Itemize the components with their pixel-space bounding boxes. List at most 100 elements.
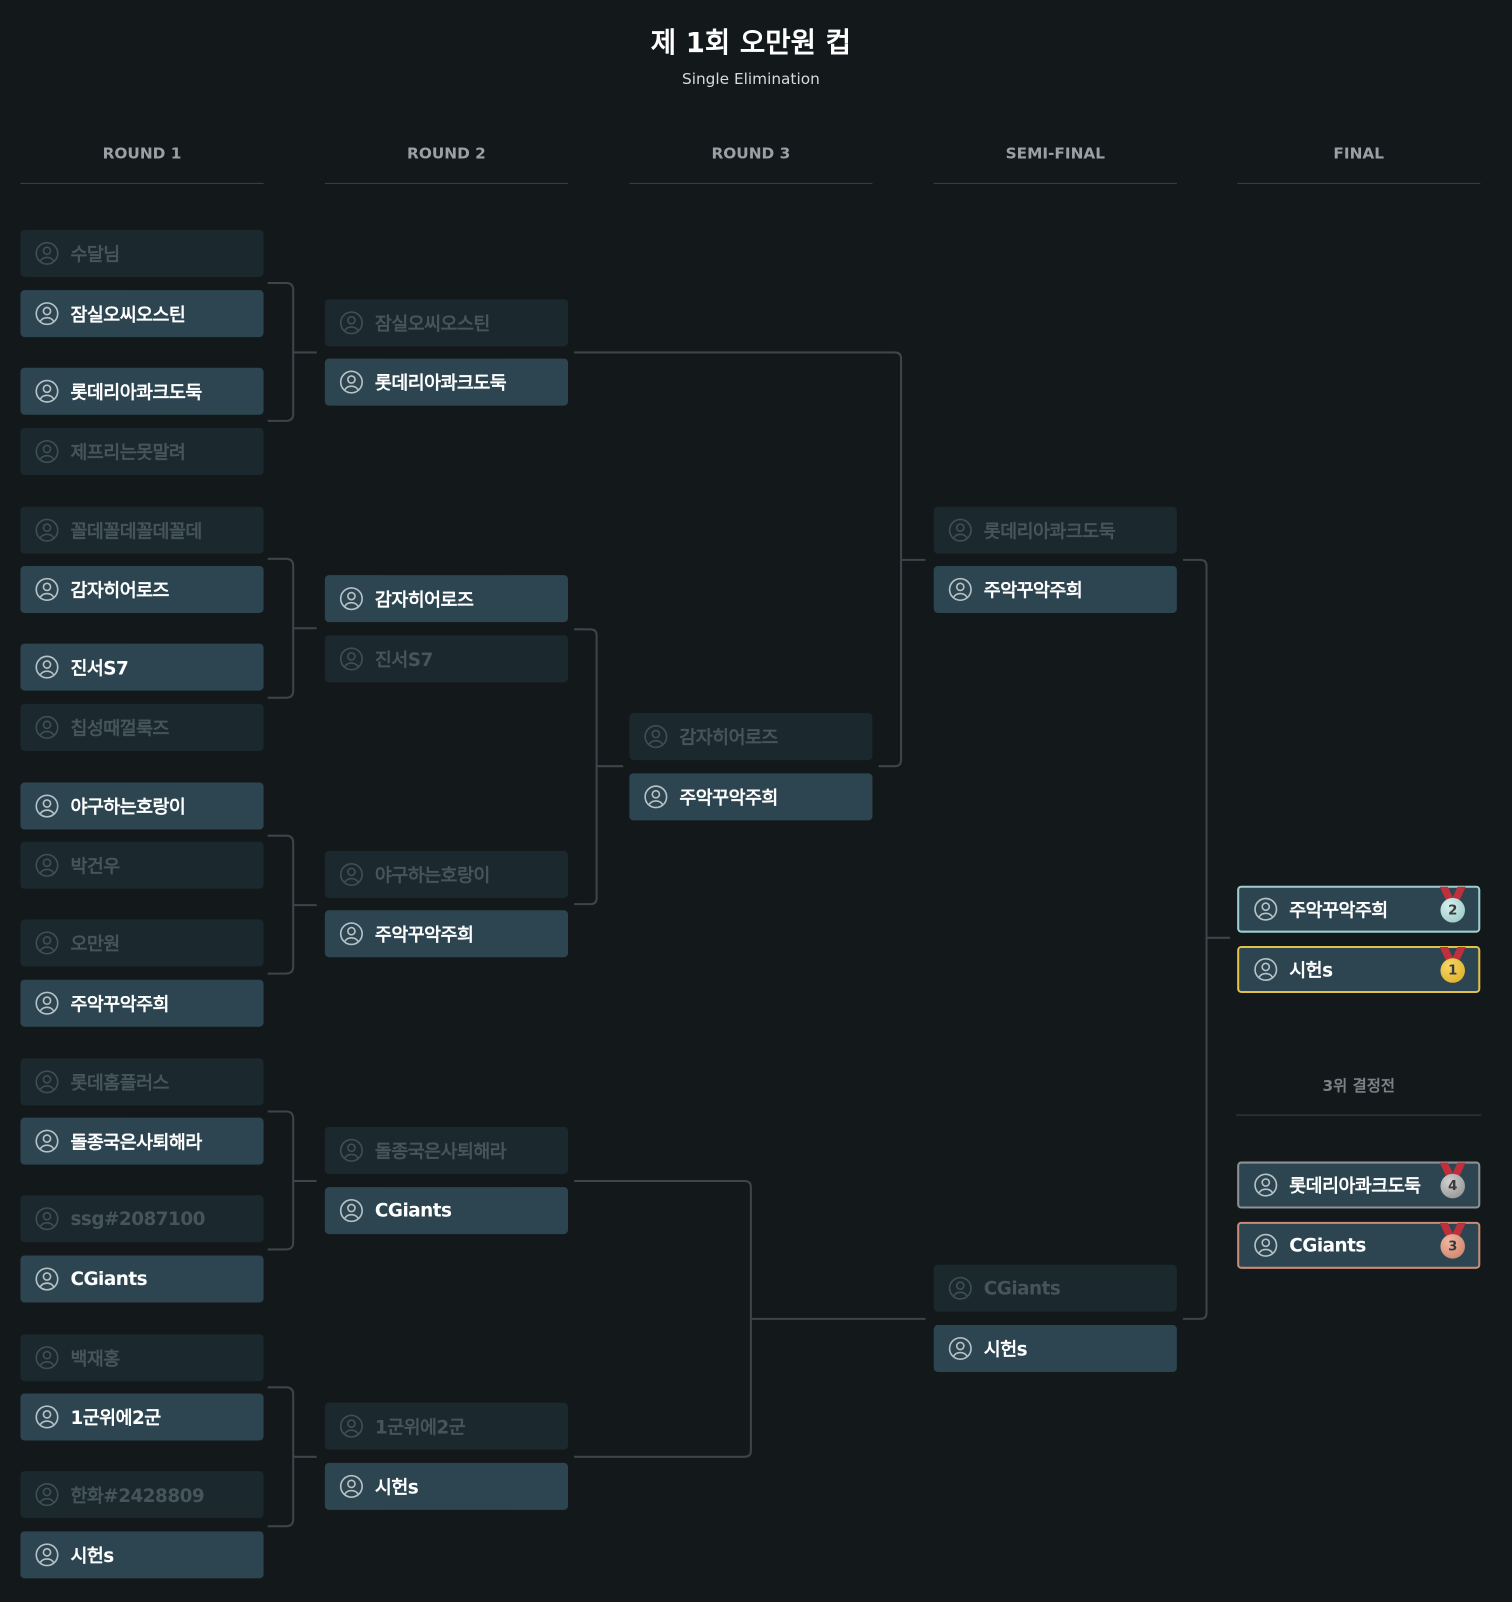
- team-card[interactable]: 진서S7: [324, 635, 569, 683]
- team-name: 백재홍: [70, 1348, 120, 1370]
- team-card[interactable]: 수달님: [20, 229, 264, 277]
- round-label-1: ROUND 1: [102, 144, 182, 163]
- team-name: 시헌s: [374, 1477, 419, 1499]
- page-subtitle: Single Elimination: [681, 69, 820, 88]
- user-avatar-icon: [339, 647, 364, 672]
- user-avatar-icon: [339, 862, 364, 887]
- medal-rank: 4: [1440, 1173, 1465, 1199]
- team-card[interactable]: 제프리는못말려: [20, 428, 264, 476]
- team-card[interactable]: 돌종국은사퇴해라: [20, 1117, 264, 1165]
- team-name: 돌종국은사퇴해라: [70, 1131, 202, 1154]
- team-name: 감자히어로즈: [679, 727, 778, 749]
- connector: [267, 1386, 317, 1528]
- team-card[interactable]: 진서S7: [20, 643, 264, 691]
- team-card[interactable]: 야구하는호랑이: [20, 782, 264, 830]
- user-avatar-icon: [339, 1198, 364, 1223]
- team-name: 오만원: [70, 933, 120, 956]
- team-name: 주악꾸악주희: [1289, 900, 1388, 922]
- team-card[interactable]: 주악꾸악주희: [324, 910, 569, 958]
- user-avatar-icon: [339, 311, 364, 336]
- team-card[interactable]: 시헌s 1: [1237, 946, 1481, 993]
- team-name: 제프리는못말려: [70, 442, 186, 464]
- team-card[interactable]: 꼴데꼴데꼴데꼴데: [20, 506, 264, 554]
- user-avatar-icon: [35, 715, 60, 740]
- user-avatar-icon: [1254, 1233, 1279, 1258]
- team-name: 주악꾸악주희: [679, 787, 778, 810]
- team-card[interactable]: 롯데리아콰크도둑: [20, 367, 264, 415]
- divider: [629, 182, 873, 184]
- team-name: 1군위에2군: [70, 1407, 161, 1430]
- team-card[interactable]: 주악꾸악주희: [20, 979, 264, 1027]
- divider: [20, 182, 264, 184]
- team-name: 감자히어로즈: [70, 580, 169, 602]
- team-card[interactable]: 시헌s: [933, 1325, 1177, 1373]
- connector: [1183, 558, 1231, 1320]
- user-avatar-icon: [948, 1276, 973, 1301]
- user-avatar-icon: [339, 1138, 364, 1163]
- user-avatar-icon: [339, 586, 364, 611]
- team-name: CGiants: [70, 1268, 148, 1290]
- team-name: CGiants: [983, 1277, 1061, 1299]
- user-avatar-icon: [35, 379, 60, 404]
- team-card[interactable]: 주악꾸악주희: [933, 565, 1177, 613]
- team-name: 시헌s: [983, 1339, 1028, 1361]
- team-card[interactable]: 칩성때껄룩즈: [20, 703, 264, 751]
- user-avatar-icon: [644, 785, 669, 810]
- team-card[interactable]: 감자히어로즈: [20, 565, 264, 613]
- divider: [933, 182, 1177, 184]
- team-card[interactable]: 롯데홈플러스: [20, 1058, 264, 1106]
- round-label-3: ROUND 3: [711, 144, 791, 163]
- user-avatar-icon: [35, 1543, 60, 1568]
- round-label-final: FINAL: [1333, 144, 1385, 163]
- team-card[interactable]: 1군위에2군: [324, 1402, 569, 1450]
- team-card[interactable]: 시헌s: [20, 1531, 264, 1579]
- user-avatar-icon: [35, 577, 60, 602]
- divider: [324, 182, 569, 184]
- team-card[interactable]: 감자히어로즈: [324, 575, 569, 623]
- team-card[interactable]: CGiants: [324, 1187, 569, 1235]
- team-name: 시헌s: [1289, 960, 1333, 982]
- user-avatar-icon: [35, 794, 60, 819]
- user-avatar-icon: [35, 853, 60, 878]
- team-name: 야구하는호랑이: [374, 865, 490, 887]
- team-card[interactable]: CGiants: [933, 1264, 1177, 1312]
- team-name: CGiants: [374, 1199, 452, 1222]
- team-name: 수달님: [70, 244, 120, 266]
- connector: [267, 834, 317, 975]
- team-card[interactable]: 백재홍: [20, 1334, 264, 1382]
- team-card[interactable]: 잠실오씨오스틴: [20, 290, 264, 338]
- team-card[interactable]: 롯데리아콰크도둑: [933, 506, 1177, 554]
- team-card[interactable]: 시헌s: [324, 1462, 569, 1510]
- user-avatar-icon: [948, 1336, 973, 1361]
- user-avatar-icon: [339, 370, 364, 395]
- team-card[interactable]: 오만원: [20, 919, 264, 967]
- team-card[interactable]: 박건우: [20, 841, 264, 889]
- team-name: 감자히어로즈: [374, 589, 474, 611]
- team-card[interactable]: CGiants: [20, 1255, 264, 1303]
- team-card[interactable]: 돌종국은사퇴해라: [324, 1126, 569, 1174]
- team-card[interactable]: 감자히어로즈: [629, 713, 873, 761]
- team-name: 한화#2428809: [70, 1485, 205, 1507]
- user-avatar-icon: [35, 1070, 60, 1095]
- team-name: 야구하는호랑이: [70, 796, 186, 819]
- user-avatar-icon: [35, 931, 60, 956]
- team-card[interactable]: 잠실오씨오스틴: [324, 299, 569, 347]
- medal-icon: 4: [1439, 1162, 1466, 1200]
- team-card[interactable]: 주악꾸악주희: [629, 773, 873, 821]
- team-card[interactable]: ssg#2087100: [20, 1195, 264, 1243]
- team-card[interactable]: 롯데리아콰크도둑: [324, 358, 569, 406]
- team-card[interactable]: 1군위에2군: [20, 1393, 264, 1441]
- user-avatar-icon: [35, 1405, 60, 1430]
- team-card[interactable]: 야구하는호랑이: [324, 850, 569, 898]
- divider: [1236, 1114, 1482, 1116]
- medal-icon: 1: [1439, 947, 1466, 984]
- team-card[interactable]: 한화#2428809: [20, 1471, 264, 1519]
- third-place-label: 3위 결정전: [1322, 1076, 1395, 1096]
- user-avatar-icon: [35, 1345, 60, 1370]
- user-avatar-icon: [644, 724, 669, 749]
- team-name: 주악꾸악주희: [70, 994, 169, 1016]
